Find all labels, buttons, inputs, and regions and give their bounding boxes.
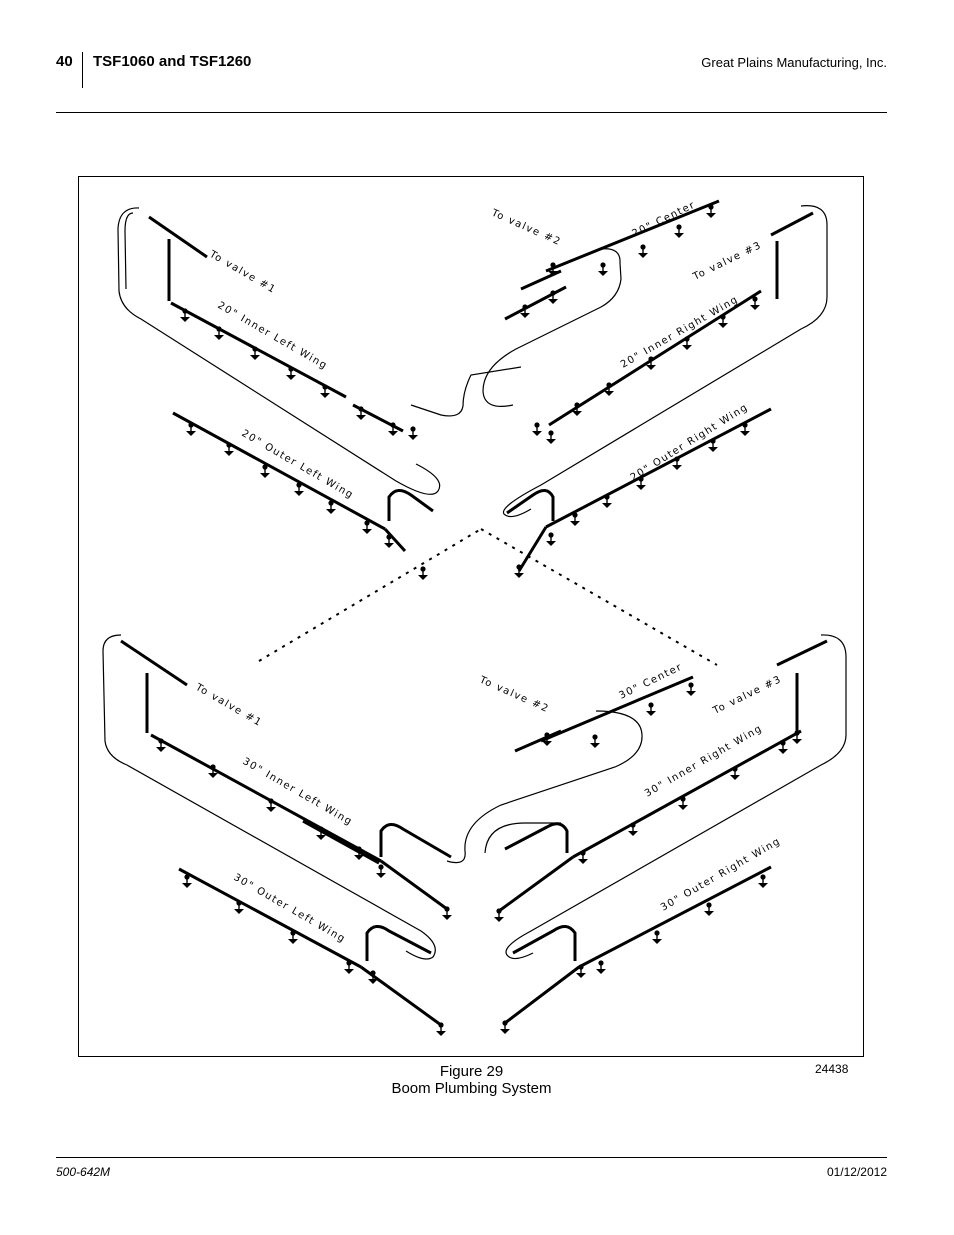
company-name: Great Plains Manufacturing, Inc. bbox=[701, 55, 887, 70]
label-to-valve-1-bottom: To valve #1 bbox=[193, 682, 264, 730]
label-20-center: 20" Center bbox=[630, 199, 697, 239]
drawing-id: 24438 bbox=[815, 1062, 849, 1076]
label-20-outer-right: 20" Outer Right Wing bbox=[629, 402, 751, 484]
header-rule bbox=[56, 112, 887, 113]
document-title: TSF1060 and TSF1260 bbox=[93, 53, 252, 70]
label-to-valve-2-top: To valve #2 bbox=[489, 207, 563, 248]
part-number: 500-642M bbox=[56, 1165, 111, 1179]
header-divider bbox=[82, 52, 83, 88]
label-20-inner-right: 20" Inner Right Wing bbox=[619, 294, 741, 371]
footer-rule bbox=[56, 1157, 887, 1158]
boom-pipes bbox=[120, 199, 828, 1027]
label-to-valve-2-bottom: To valve #2 bbox=[477, 674, 551, 715]
diagram-labels: To valve #1 To valve #2 To valve #3 20" … bbox=[193, 199, 784, 945]
label-to-valve-1-top: To valve #1 bbox=[207, 249, 278, 297]
page-number: 40 bbox=[56, 53, 73, 70]
figure-frame: To valve #1 To valve #2 To valve #3 20" … bbox=[78, 176, 864, 1057]
hose-routing bbox=[102, 205, 847, 960]
label-20-outer-left: 20" Outer Left Wing bbox=[240, 428, 356, 501]
label-to-valve-3-bottom: To valve #3 bbox=[711, 674, 784, 717]
revision-date: 01/12/2012 bbox=[826, 1165, 887, 1179]
label-30-outer-left: 30" Outer Left Wing bbox=[232, 872, 348, 945]
figure-number: Figure 29 bbox=[439, 1063, 504, 1080]
figure-caption: Boom Plumbing System bbox=[391, 1080, 552, 1097]
label-to-valve-3-top: To valve #3 bbox=[691, 240, 764, 283]
boom-plumbing-diagram: To valve #1 To valve #2 To valve #3 20" … bbox=[102, 199, 847, 1037]
section-connectors bbox=[258, 528, 718, 666]
